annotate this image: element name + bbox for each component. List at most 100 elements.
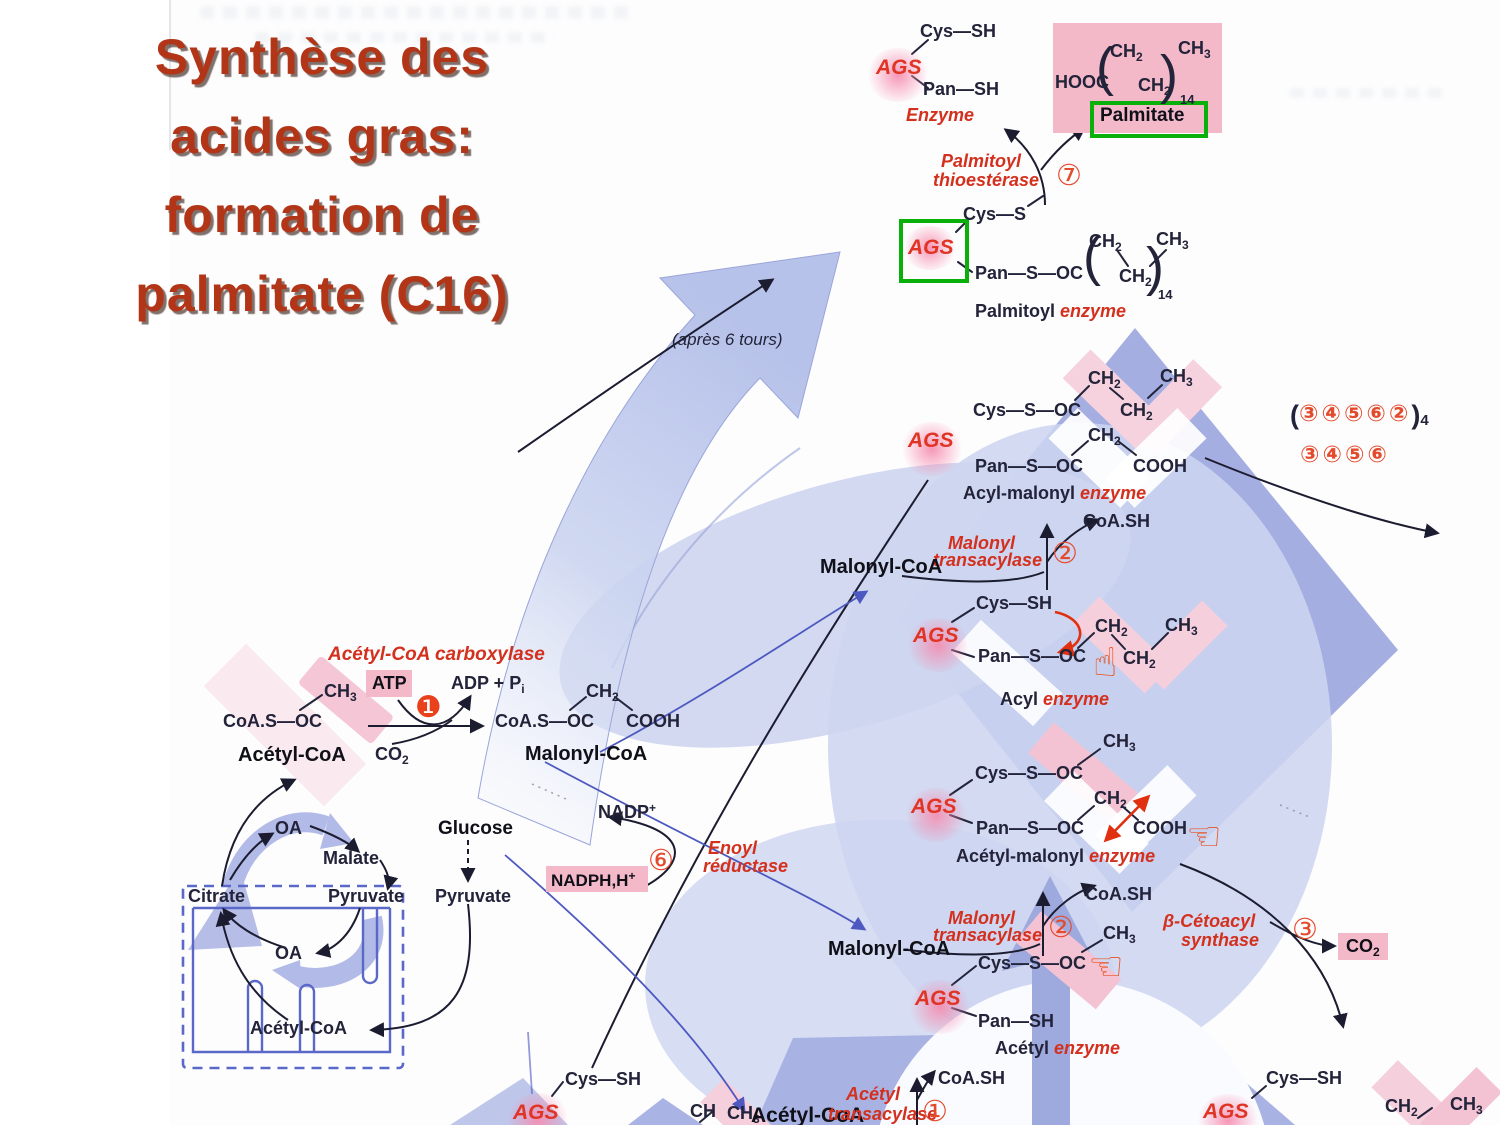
label-malonyl-coa: Malonyl-CoA: [828, 938, 951, 960]
label-beta-cetoacyl-synthase: β-Cétoacyl: [1163, 911, 1256, 931]
label-pan-sh: Pan—SH: [978, 1011, 1055, 1031]
formula-ch2: CH2: [1385, 1096, 1418, 1119]
pointing-hand-icon: ☜: [1186, 814, 1222, 860]
formula-ch3: CH3: [1165, 615, 1198, 638]
palmitate-highlight-box: [1090, 101, 1208, 138]
scan-bleed-artifact: [255, 32, 555, 43]
step-2-badge: ②: [1048, 910, 1074, 944]
label-pyruvate: Pyruvate: [435, 886, 512, 906]
label-coa-sh: CoA.SH: [1083, 511, 1150, 531]
label-pan-s-oc: Pan—S—OC: [978, 646, 1087, 666]
step-6-badge: ⑥: [648, 843, 674, 877]
slide-title: Synthèse des acides gras: formation de p…: [52, 18, 592, 334]
formula-ch2: CH2: [1119, 266, 1152, 289]
ags-label: AGS: [876, 56, 922, 79]
ags-glow: [906, 618, 970, 672]
repeat-count-14: 14: [1180, 92, 1195, 107]
label-atp: ATP: [372, 673, 407, 693]
formula-ch3: CH3: [1160, 366, 1193, 389]
ags-glow: [904, 788, 968, 842]
ags-glow: [908, 980, 972, 1034]
pointing-hand-icon: ☝: [1093, 640, 1118, 686]
step-2-badge: ②: [1052, 536, 1078, 570]
label-beta-cetoacyl-synthase: synthase: [1181, 930, 1260, 950]
title-line: formation de: [164, 187, 480, 243]
formula-ch3: CH3: [1103, 731, 1136, 754]
step-7-badge: ⑦: [1056, 158, 1082, 192]
formula-ch2: CH2: [1094, 788, 1127, 811]
label-glucose: Glucose: [438, 818, 513, 839]
label-acetyl-coa: Acétyl-CoA: [751, 1104, 865, 1125]
step-1-filled-badge: ❶: [415, 690, 442, 725]
label-palmitoyl-thioesterase: thioestérase: [933, 170, 1040, 190]
formula-ch3: CH3: [1103, 923, 1136, 946]
substrate-flow-arrows: [504, 590, 869, 1113]
label-cys-s-oc: Cys—S—OC: [975, 763, 1084, 783]
label-cys-sh: Cys—SH: [920, 21, 997, 41]
formula-co2: CO2: [375, 744, 409, 767]
atp-box: [366, 670, 412, 697]
label-cys-s-oc: Cys—S—OC: [978, 953, 1087, 973]
ags-label: AGS: [908, 236, 954, 259]
formula-cooh: COOH: [626, 711, 680, 731]
label-cys-s-oc: Cys—S—OC: [973, 400, 1082, 420]
label-coa-sh: CoA.SH: [1085, 884, 1152, 904]
scan-bleed-artifact: [1290, 88, 1450, 98]
formula-ch3: CH3: [1450, 1094, 1483, 1117]
label-acyl-malonyl-enzyme: Acyl-malonyl enzyme: [963, 483, 1147, 503]
label-malonyl-coa: Malonyl-CoA: [820, 556, 943, 578]
pointing-hand-icon: ☜: [1088, 944, 1124, 990]
label-oa: OA: [275, 943, 302, 963]
label-enoyl-reductase: réductase: [703, 856, 789, 876]
label-palmitoyl-enzyme: Palmitoyl enzyme: [975, 301, 1127, 321]
co2-box: [1338, 933, 1388, 960]
paren-left: (: [1096, 37, 1114, 97]
label-acetyl-transacylase: Acétyl: [846, 1084, 901, 1104]
cycle-steps-sequence: (③④⑤⑥②)4: [1290, 400, 1429, 430]
formula-ch2: CH2: [1110, 41, 1143, 64]
formula-hooc: HOOC: [1055, 72, 1109, 92]
step-1-badge: ①: [922, 1094, 948, 1125]
ags-label: AGS: [908, 429, 954, 452]
label-acyl-enzyme: Acyl enzyme: [1000, 689, 1110, 709]
ags-highlight-box: [899, 219, 969, 283]
label-acetyl-coa: Acétyl-CoA: [238, 744, 346, 766]
label-malonyl-transacylase: Malonyl: [948, 533, 1016, 553]
reaction-arrows: [215, 126, 1440, 1125]
label-malonyl-coa: Malonyl-CoA: [525, 743, 648, 765]
label-citrate: Citrate: [188, 886, 246, 906]
ags-label: AGS: [1203, 1100, 1249, 1123]
label-pan-s-oc: Pan—S—OC: [975, 263, 1084, 283]
ags-label: AGS: [915, 987, 961, 1010]
formula-ch2: CH2: [1088, 425, 1121, 448]
label-malonyl-transacylase: transacylase: [933, 925, 1043, 945]
label-acetyl-coa-carboxylase: Acétyl-CoA carboxylase: [328, 644, 545, 665]
label-acetyl-transacylase: transacylase: [828, 1104, 938, 1124]
formula-cooh: COOH: [1133, 456, 1187, 476]
label-palmitate: Palmitate: [1100, 105, 1185, 126]
formula-ch2: CH2: [1138, 75, 1171, 98]
label-malonyl-transacylase: Malonyl: [948, 908, 1016, 928]
formula-ch3: CH3: [324, 681, 357, 704]
label-cys-sh: Cys—SH: [976, 593, 1053, 613]
label-cys-sh: Cys—SH: [565, 1069, 642, 1089]
label-malonyl-transacylase: transacylase: [933, 550, 1043, 570]
cycle-steps-sequence: ③④⑤⑥: [1300, 442, 1390, 468]
label-acetyl-enzyme: Acétyl enzyme: [995, 1038, 1121, 1058]
label-pan-s-oc: Pan—S—OC: [976, 818, 1085, 838]
paren-right: ): [1146, 237, 1164, 297]
label-coas-oc: CoA.S—OC: [495, 711, 594, 731]
label-pan-s-oc: Pan—S—OC: [975, 456, 1084, 476]
label-apres-6-tours: (après 6 tours): [672, 330, 783, 349]
formula-ch: CH: [690, 1101, 716, 1121]
title-line: acides gras:: [170, 108, 474, 164]
formula-ch2: CH2: [1088, 368, 1121, 391]
ags-glow: [902, 226, 958, 270]
label-co2: CO2: [1346, 936, 1380, 959]
step-3-badge: ③: [1292, 912, 1318, 946]
mechanism-arrows: [1054, 610, 1151, 843]
label-oa: OA: [275, 818, 302, 838]
paren-left: (: [1083, 227, 1101, 287]
